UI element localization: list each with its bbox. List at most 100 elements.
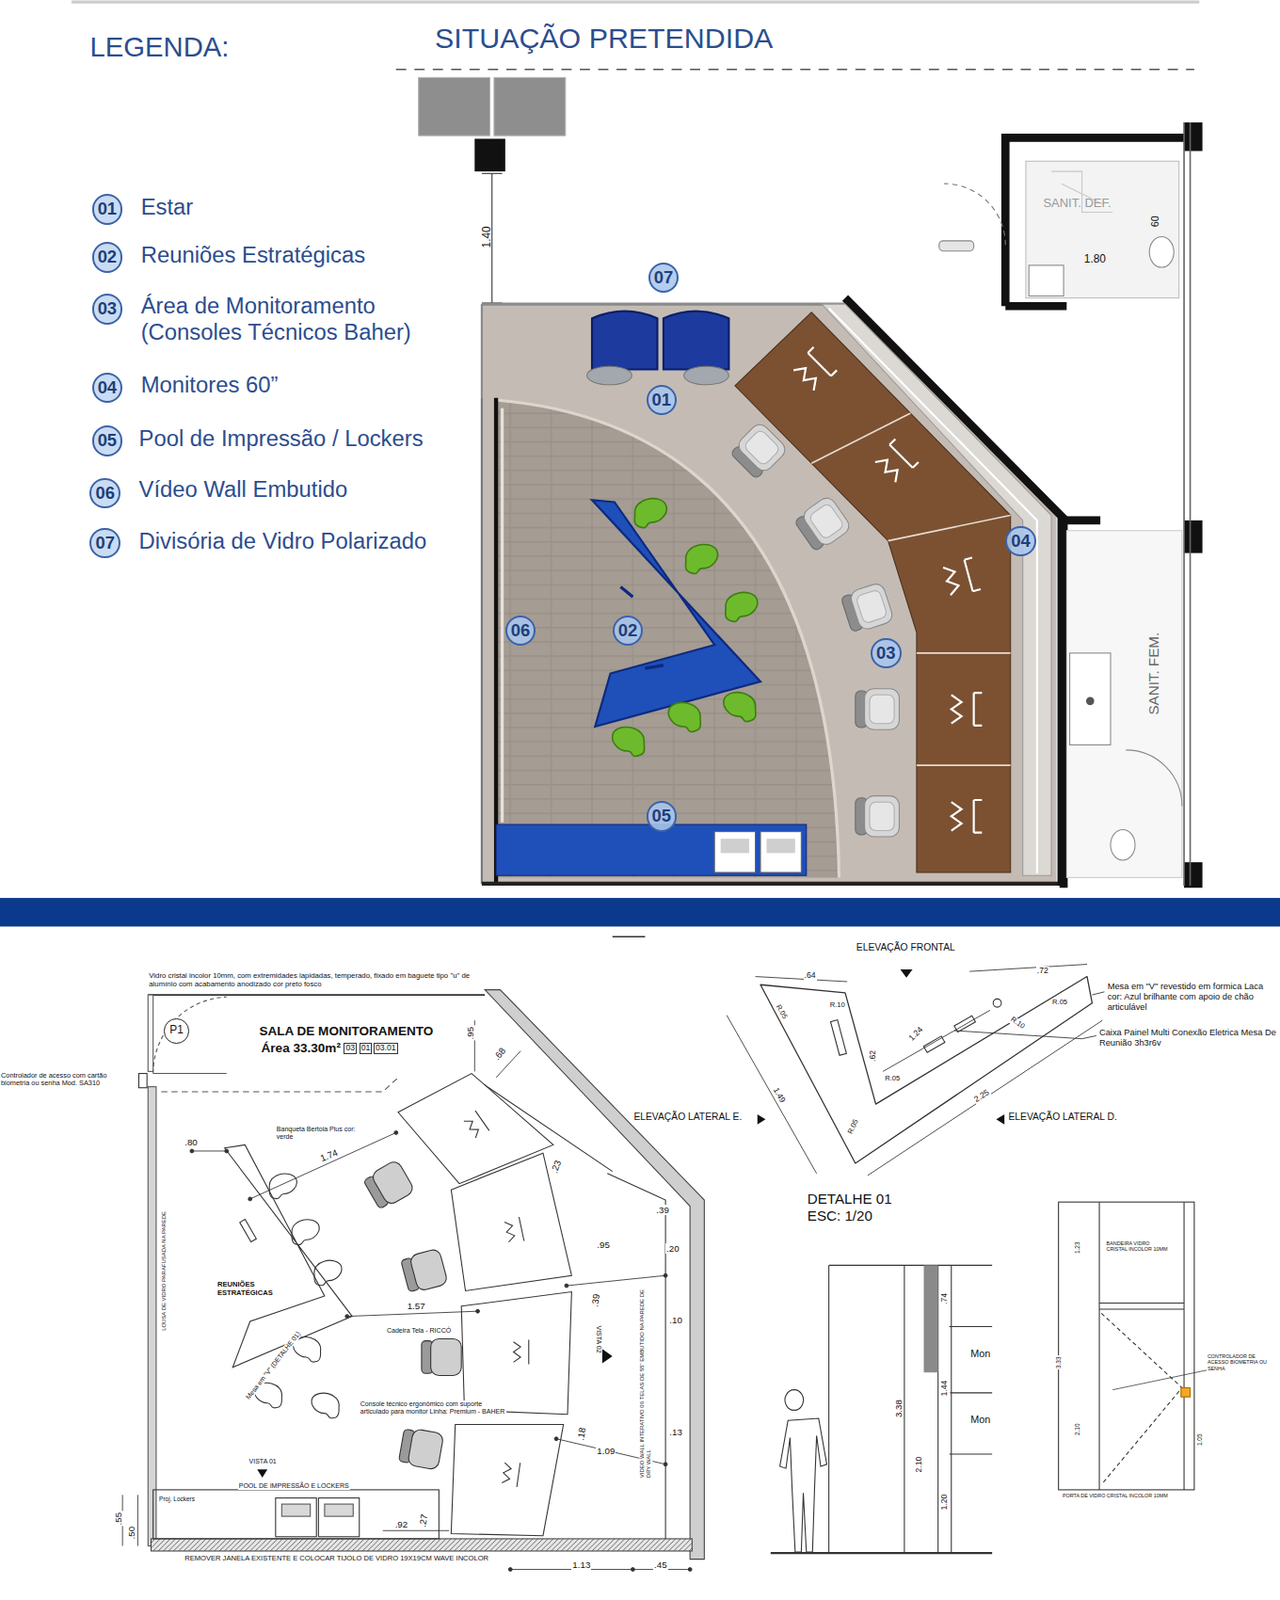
annotation: Mon (969, 1347, 992, 1360)
callout-text: 03 (876, 644, 896, 662)
callout-number: 07 (89, 528, 121, 560)
dimension: .95 (595, 1239, 611, 1250)
callout-number: 05 (92, 425, 124, 457)
annotation: SANIT. DEF. (1042, 196, 1111, 211)
annotation: REUNIÕES ESTRATÉGICAS (216, 1280, 276, 1297)
dimension: R.05 (883, 1074, 901, 1084)
callout-number: 03 (92, 293, 124, 325)
dimension: 3.33 (1055, 1356, 1062, 1371)
dimension: .18 (575, 1425, 589, 1442)
annotation: REMOVER JANELA EXISTENTE E COLOCAR TIJOL… (183, 1554, 490, 1564)
dimension: .62 (868, 1049, 879, 1063)
dimension: R.05 (1051, 998, 1069, 1008)
annotation: PORTA DE VIDRO CRISTAL INCOLOR 10MM (1061, 1492, 1248, 1499)
dimension: .72 (1036, 966, 1050, 976)
legend-text: Divisória de Vidro Polarizado (138, 528, 445, 554)
annotation: Vidro cristal incolor 10mm, com extremid… (147, 971, 497, 989)
callout-text: 04 (97, 379, 118, 397)
dimension: .23 (548, 1157, 564, 1175)
dimension: .50 (126, 1525, 137, 1541)
legend-text: Vídeo Wall Embutido (138, 476, 445, 502)
dimension: .80 (183, 1136, 199, 1148)
dimension: .39 (655, 1204, 671, 1216)
dimension: 1.57 (406, 1300, 427, 1312)
dimension: .45 (653, 1559, 669, 1570)
dimension: 1.74 (317, 1147, 340, 1165)
dimension: 2.25 (972, 1088, 992, 1105)
callout-text: 02 (97, 248, 118, 266)
dimension: .55 (112, 1511, 124, 1527)
dimension: 2.10 (1072, 1422, 1080, 1437)
legend-text: Reuniões Estratégicas (141, 241, 448, 268)
annotation: Banqueta Bertoia Plus cor: verde (275, 1125, 362, 1141)
annotation: ELEVAÇÃO LATERAL E. (632, 1111, 743, 1123)
annotation: Console técnico ergonômico com suporte a… (359, 1400, 507, 1416)
legend-text: Monitores 60” (141, 371, 448, 398)
dimension: .39 (589, 1292, 603, 1309)
dimension: 1.44 (940, 1379, 950, 1398)
annotation: Caixa Painel Multi Conexão Eletrica Mesa… (1098, 1027, 1280, 1048)
callout-text: 04 (1010, 532, 1031, 550)
legend-text: Pool de Impressão / Lockers (138, 425, 445, 451)
sheet-title: SITUAÇÃO PRETENDIDA (434, 22, 773, 56)
dimension: 01 (359, 1042, 373, 1055)
callout-number: 01 (92, 193, 124, 225)
dimension: .20 (665, 1243, 681, 1254)
callout-text: 02 (618, 622, 639, 640)
annotation: VIDEO WALL INTERATIVO 06 TELAS DE 55" EM… (639, 1287, 653, 1479)
dimension: .27 (416, 1512, 431, 1529)
dimension: 1.13 (571, 1559, 592, 1570)
callout-text: 07 (654, 269, 674, 287)
callout-text: 01 (97, 200, 118, 218)
annotation: BANDEIRA VIDRO CRISTAL INCOLOR 10MM (1105, 1240, 1171, 1252)
annotation: Área 33.30m² (260, 1040, 342, 1056)
callout-text: P1 (169, 1024, 184, 1037)
annotation: VISTA 02 (594, 1324, 603, 1354)
annotation: SANIT. FEM. (1145, 632, 1162, 716)
annotation: ELEVAÇÃO LATERAL D. (1007, 1111, 1118, 1123)
dimension: 1.24 (907, 1024, 927, 1043)
dimension: 60 (1148, 216, 1160, 228)
callout-number: 06 (89, 478, 121, 510)
dimension: 1.20 (940, 1493, 950, 1512)
dimension: 1.23 (1072, 1240, 1080, 1255)
legend-heading: LEGENDA: (89, 31, 229, 64)
dimension: 1.09 (595, 1445, 616, 1456)
annotation: LOUSA DE VIDRO PARAFUSADA NA PAREDE (160, 1210, 168, 1332)
annotation: CONTROLADOR DE ACESSO BIOMETRIA OU SENHA (1206, 1353, 1279, 1372)
dimension: 03 (343, 1042, 357, 1055)
dimension: .92 (394, 1519, 410, 1530)
dimension: .10 (668, 1314, 684, 1326)
dimension: 1.80 (1084, 253, 1106, 267)
annotation: Proj. Lockers (158, 1495, 196, 1503)
dimension: .95 (464, 1025, 476, 1041)
legend-text: Área de Monitoramento (Consoles Técnicos… (141, 292, 448, 345)
annotation: Mesa em "V" revestido em formica Laca co… (1106, 981, 1280, 1012)
legend-text: Estar (141, 193, 448, 220)
callout-text: 05 (97, 432, 118, 449)
annotation: ELEVAÇÃO FRONTAL (855, 942, 957, 954)
dimension: .64 (803, 971, 817, 981)
annotation: SALA DE MONITORAMENTO (257, 1024, 434, 1040)
dimension: 1.05 (1195, 1432, 1202, 1447)
dimension: 1.40 (480, 225, 495, 248)
callout-number: 03 (870, 638, 902, 670)
callout-number: 04 (1005, 526, 1037, 558)
callout-number: 02 (92, 241, 124, 273)
dimension: 03.01 (373, 1042, 399, 1055)
dimension: 1.49 (769, 1085, 787, 1105)
callout-text: 06 (511, 622, 531, 640)
callout-text: 07 (95, 534, 115, 552)
annotation: VISTA 01 (248, 1457, 278, 1466)
annotation: ESC: 1/20 (806, 1207, 874, 1224)
annotation: Controlador de acesso com cartão biometr… (0, 1072, 137, 1088)
annotation: Cadeira Tela - RICCÓ (385, 1327, 452, 1335)
callout-number: 04 (92, 372, 124, 404)
callout-text: 05 (652, 807, 672, 825)
door-tag: P1 (163, 1018, 190, 1044)
annotation: POOL DE IMPRESSÃO E LOCKERS (238, 1482, 351, 1490)
dimension: R.10 (829, 1001, 847, 1010)
dimension: .74 (940, 1291, 950, 1305)
callout-text: 01 (652, 391, 672, 409)
